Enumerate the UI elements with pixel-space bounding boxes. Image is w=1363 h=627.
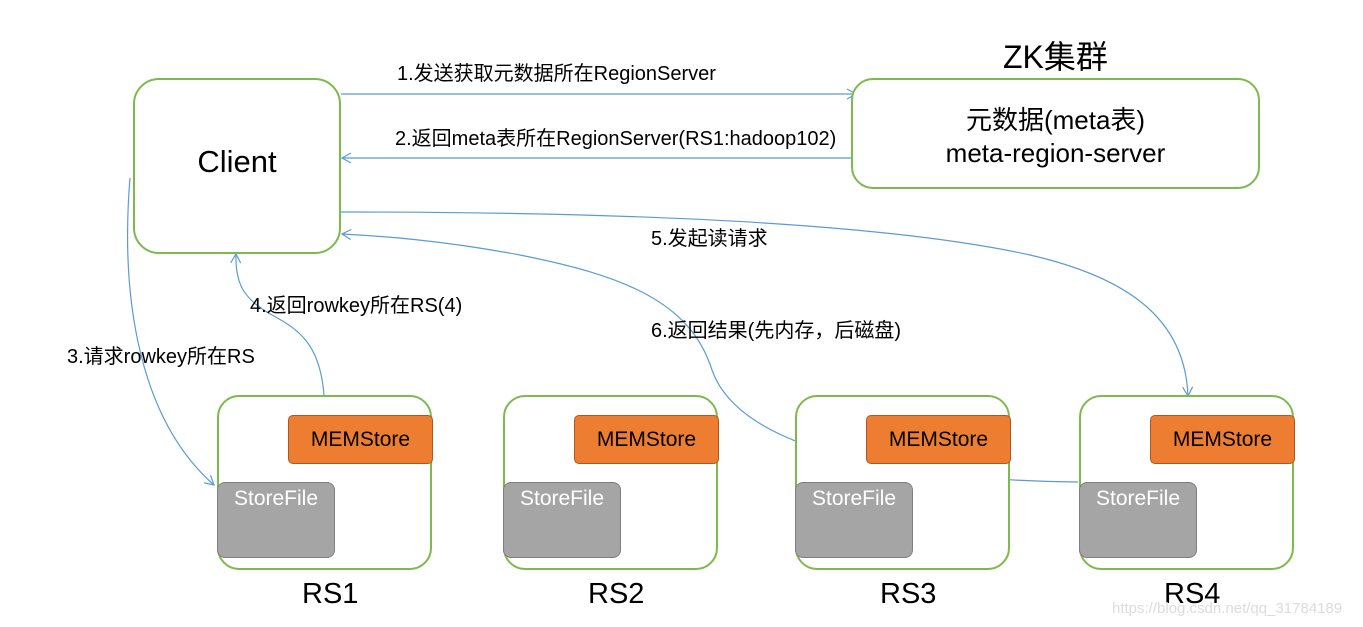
watermark: https://blog.csdn.net/qq_31784189 xyxy=(1112,600,1343,617)
arrow-4-label: 4.返回rowkey所在RS(4) xyxy=(250,295,463,317)
meta-line-1: 元数据(meta表) xyxy=(965,105,1146,135)
storefile-rs3: StoreFile xyxy=(795,482,913,558)
rs4-label: RS4 xyxy=(1164,578,1221,610)
arrow-4-return-rs xyxy=(230,252,325,396)
memstore-rs4: MEMStore xyxy=(1150,415,1295,464)
client-box: Client xyxy=(133,78,341,254)
arrow-1-label: 1.发送获取元数据所在RegionServer xyxy=(397,63,716,85)
rs2-label: RS2 xyxy=(588,578,645,610)
client-label: Client xyxy=(197,144,277,179)
memstore-rs1: MEMStore xyxy=(288,415,433,464)
meta-data-box: 元数据(meta表) meta-region-server xyxy=(851,78,1260,189)
arrow-6-label: 6.返回结果(先内存，后磁盘) xyxy=(651,320,901,342)
storefile-rs2-label: StoreFile xyxy=(519,487,605,510)
rs1-label: RS1 xyxy=(302,578,359,610)
storefile-rs4-label: StoreFile xyxy=(1095,487,1181,510)
storefile-rs4: StoreFile xyxy=(1079,482,1197,558)
region-server-rs1: MEMStore StoreFile xyxy=(217,395,433,570)
storefile-rs3-label: StoreFile xyxy=(811,487,897,510)
region-server-rs2: MEMStore StoreFile xyxy=(503,395,719,570)
region-server-rs3: MEMStore StoreFile xyxy=(795,395,1011,570)
arrow-5-read-request xyxy=(340,211,1194,398)
arrow-2-label: 2.返回meta表所在RegionServer(RS1:hadoop102) xyxy=(395,128,837,150)
arrow-3-request-rs xyxy=(127,177,215,486)
storefile-rs1: StoreFile xyxy=(217,482,335,558)
rs3-label: RS3 xyxy=(880,578,937,610)
region-server-rs4: MEMStore StoreFile xyxy=(1079,395,1295,570)
storefile-rs1-label: StoreFile xyxy=(233,487,319,510)
memstore-rs3: MEMStore xyxy=(866,415,1011,464)
meta-line-2: meta-region-server xyxy=(945,138,1166,168)
memstore-rs2: MEMStore xyxy=(574,415,719,464)
zk-cluster-title: ZK集群 xyxy=(1003,39,1108,75)
storefile-rs2: StoreFile xyxy=(503,482,621,558)
arrow-3-label: 3.请求rowkey所在RS xyxy=(67,346,255,368)
arrow-5-label: 5.发起读请求 xyxy=(651,228,768,250)
